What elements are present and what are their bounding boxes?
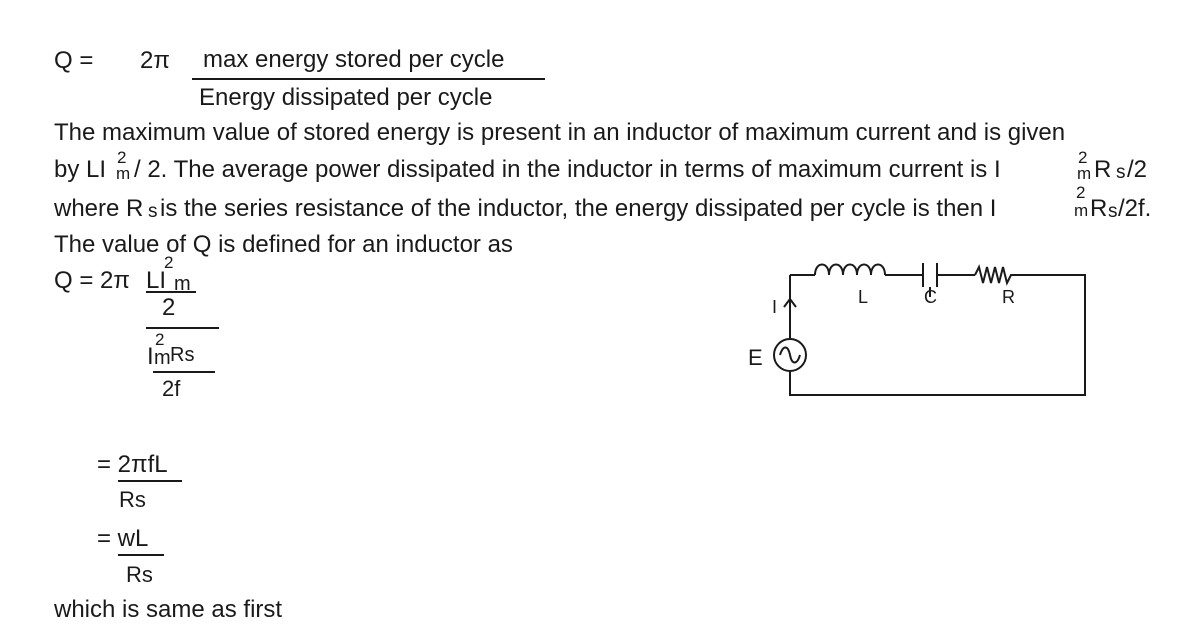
eq2-lhs: Q = 2π: [54, 267, 130, 294]
para-line-2-d: /2: [1127, 156, 1148, 183]
subscript-s: s: [1108, 201, 1118, 222]
superscript-2: 2: [1076, 183, 1086, 202]
subscript-m: m: [1074, 201, 1089, 220]
eq2-den-den: 2f: [162, 376, 181, 401]
subscript-s: s: [148, 201, 158, 222]
para-line-3-a: where R: [54, 195, 144, 222]
source-label: E: [748, 345, 763, 370]
para-line-3-d: /2f.: [1118, 195, 1152, 222]
wire-return: [789, 274, 1086, 396]
subscript-s: s: [1116, 162, 1126, 183]
superscript-2: 2: [1078, 148, 1088, 167]
superscript-2: 2: [155, 330, 165, 349]
eq1-fraction-bar: [192, 78, 545, 80]
eq1-factor: 2π: [140, 47, 170, 74]
capacitor-plates: [922, 263, 938, 287]
closing-line: which is same as first: [54, 596, 283, 623]
eq2-num-den: 2: [162, 294, 176, 321]
eq4-numerator: = wL: [97, 525, 149, 552]
eq4-fraction-bar: [118, 554, 164, 556]
eq2-inner-bar-top: [146, 291, 196, 293]
para-line-2-c: R: [1094, 156, 1112, 183]
eq4-denominator: Rs: [126, 562, 153, 587]
inductor-label: L: [858, 287, 868, 307]
eq1-denominator: Energy dissipated per cycle: [199, 84, 493, 111]
subscript-m: m: [174, 273, 191, 295]
superscript-2: 2: [164, 253, 174, 272]
capacitor-label: C: [924, 287, 937, 307]
eq2-inner-bar-bottom: [153, 371, 215, 373]
eq2-den-b: Rs: [170, 344, 195, 366]
eq2-num-a: LI: [146, 267, 167, 294]
resistor-label: R: [1002, 287, 1015, 307]
ac-source-wave: [779, 346, 801, 364]
subscript-m: m: [116, 164, 131, 183]
para-line-2-b: / 2. The average power dissipated in the…: [134, 156, 1001, 183]
current-arrow: [783, 297, 797, 319]
eq3-fraction-bar: [118, 480, 182, 482]
rlc-circuit-diagram: E I L C R: [748, 263, 1086, 396]
para-line-2-a: by LI: [54, 156, 107, 183]
subscript-m: m: [154, 347, 171, 369]
superscript-2: 2: [117, 148, 127, 167]
eq3-numerator: = 2πfL: [97, 451, 168, 478]
current-label: I: [772, 297, 777, 317]
eq1-lhs: Q =: [54, 47, 94, 74]
eq1-numerator: max energy stored per cycle: [203, 46, 505, 73]
para-line-1: The maximum value of stored energy is pr…: [54, 119, 1066, 146]
para-line-4: The value of Q is defined for an inducto…: [54, 231, 513, 258]
para-line-3-b: is the series resistance of the inductor…: [160, 195, 997, 222]
eq3-denominator: Rs: [119, 487, 146, 512]
eq2-main-fraction-bar: [146, 327, 219, 329]
inductor-coil: [814, 263, 886, 276]
eq2-den-a: I: [147, 343, 154, 370]
resistor-zigzag: [974, 264, 1015, 286]
para-line-3-c: R: [1090, 195, 1108, 222]
ac-source-circle: [773, 338, 807, 372]
subscript-m: m: [1077, 164, 1092, 183]
